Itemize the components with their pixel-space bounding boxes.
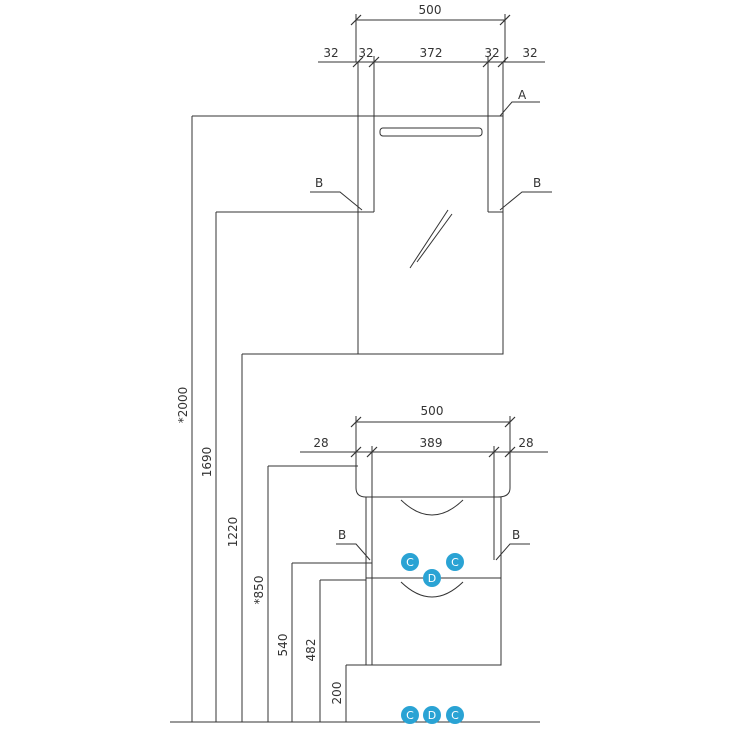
dim-text-482: 482 xyxy=(304,639,318,662)
mirror-glare-1 xyxy=(409,209,449,269)
dim-text-32-2: 32 xyxy=(358,46,373,60)
callout-b-mirror-left: B xyxy=(315,176,323,190)
basin-outline xyxy=(355,452,511,498)
leader-a xyxy=(499,101,540,117)
dim-text-1690: 1690 xyxy=(200,447,214,478)
dim-text-540: 540 xyxy=(276,634,290,657)
callout-b-cabinet-right: B xyxy=(512,528,520,542)
dim-text-32-1: 32 xyxy=(323,46,338,60)
mirror-outline xyxy=(357,115,504,355)
leader-b-mirror-left xyxy=(310,191,363,211)
callout-b-mirror-right: B xyxy=(533,176,541,190)
dim-text-1220: 1220 xyxy=(226,517,240,548)
mirror-glare-2 xyxy=(416,213,453,263)
badge-c-3: C xyxy=(401,706,419,724)
badge-d-2: D xyxy=(423,706,441,724)
dim-text-32-3: 32 xyxy=(484,46,499,60)
cabinet-body xyxy=(365,496,502,666)
leader-b-mirror-right xyxy=(499,191,552,211)
dim-text-2000: *2000 xyxy=(176,387,190,424)
drawer-2-handle xyxy=(400,581,464,598)
badge-d-1: D xyxy=(423,569,441,587)
badge-c-4: C xyxy=(446,706,464,724)
dim-text-850: *850 xyxy=(252,576,266,605)
mirror-lamp xyxy=(379,127,483,137)
svg-text:D: D xyxy=(428,709,436,722)
drawer-1-handle xyxy=(400,499,464,516)
svg-text:C: C xyxy=(406,709,414,722)
dim-text-32-4: 32 xyxy=(522,46,537,60)
svg-text:D: D xyxy=(428,572,436,585)
dim-text-28-left: 28 xyxy=(313,436,328,450)
svg-text:C: C xyxy=(406,556,414,569)
dim-text-28-right: 28 xyxy=(518,436,533,450)
leader-b-cabinet-right xyxy=(495,543,530,561)
dim-text-200: 200 xyxy=(330,682,344,705)
callout-b-cabinet-left: B xyxy=(338,528,346,542)
dim-text-mirror-width: 500 xyxy=(419,3,442,17)
leader-b-cabinet-left xyxy=(336,543,371,561)
dim-text-cabinet-width: 500 xyxy=(421,404,444,418)
svg-text:C: C xyxy=(451,556,459,569)
callout-a: A xyxy=(518,88,527,102)
badge-c-1: C xyxy=(401,553,419,571)
badge-c-2: C xyxy=(446,553,464,571)
svg-text:C: C xyxy=(451,709,459,722)
dim-text-372: 372 xyxy=(420,46,443,60)
dim-text-389: 389 xyxy=(420,436,443,450)
